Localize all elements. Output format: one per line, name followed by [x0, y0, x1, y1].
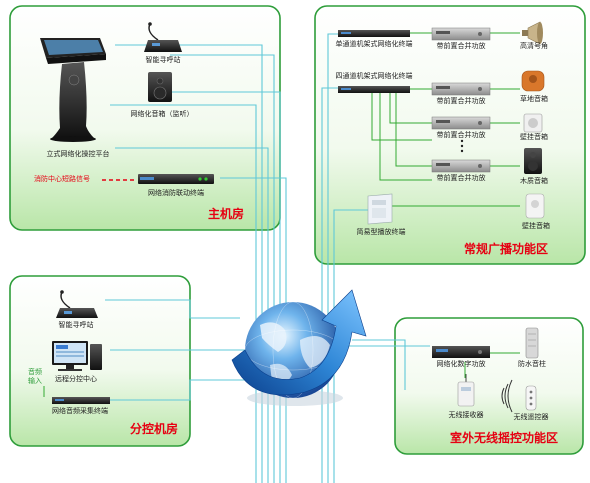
quad-channel-terminal-icon: [338, 86, 410, 93]
wooden-speaker-label: 木质音箱: [520, 177, 548, 185]
receiver-label: 无线接收器: [448, 411, 484, 419]
branch-paging-station-icon: [56, 290, 98, 318]
paging-station-icon: [144, 22, 182, 52]
wireless-wave-icon: [501, 379, 513, 413]
wall-speaker-icon-2: [525, 193, 545, 219]
digital-amp-icon: [432, 346, 490, 358]
quad-terminal-label: 四通道机架式网络化终端: [335, 72, 413, 80]
ellipsis-dots: [460, 139, 464, 153]
audio-input-label: 音频 输入: [28, 368, 42, 385]
branch-paging-label: 智能寻呼站: [58, 321, 94, 329]
horn-speaker-label: 高清号角: [520, 42, 548, 50]
fire-signal-label: 消防中心短路信号: [34, 175, 90, 183]
wireless-remote-icon: [525, 385, 537, 411]
lawn-speaker-label: 草地音箱: [520, 95, 548, 103]
amp-label-4: 带前置合并功放: [436, 174, 486, 182]
wooden-speaker-icon: [524, 148, 542, 174]
amp-label-2: 带前置合并功放: [436, 97, 486, 105]
horn-speaker-icon: [522, 21, 543, 45]
fire-terminal-label: 网络消防联动终端: [148, 189, 204, 197]
remote-label: 无线遥控器: [513, 413, 549, 421]
main-room-title: 主机房: [208, 207, 245, 221]
amp-label-3: 带前置合并功放: [436, 131, 486, 139]
branch-room-title: 分控机房: [130, 422, 179, 436]
column-speaker-icon: [525, 327, 539, 359]
wall-speaker-label-2: 壁挂音箱: [522, 222, 550, 230]
console-platform-icon: [40, 38, 106, 142]
broadcast-connectors: [371, 32, 520, 378]
amp-label-1: 带前置合并功放: [436, 42, 486, 50]
wireless-zone-title: 室外无线摇控功能区: [450, 431, 559, 445]
wall-speaker-icon: [523, 113, 543, 133]
remote-center-label: 远程分控中心: [55, 375, 97, 383]
swoosh-arrow-icon: [231, 289, 367, 396]
paging-station-label: 智能寻呼站: [145, 56, 181, 64]
console-label: 立式网络化操控平台: [46, 150, 110, 158]
wireless-receiver-icon: [457, 374, 475, 407]
fire-terminal-icon: [138, 174, 214, 184]
simple-player-icon: [367, 193, 393, 225]
column-speaker-label: 防水音柱: [518, 360, 546, 368]
broadcast-zone-title: 常规广播功能区: [464, 242, 549, 256]
amplifier-icons: [431, 27, 491, 173]
monitor-speaker-icon: [148, 72, 172, 102]
audio-terminal-label: 网络音频采集终端: [52, 407, 108, 415]
monitor-speaker-label: 网络化音箱（监听）: [130, 110, 194, 118]
single-channel-terminal-icon: [338, 30, 410, 37]
remote-center-computer-icon: [52, 341, 102, 371]
simple-player-label: 简易型播放终端: [356, 228, 406, 236]
wall-speaker-label: 壁挂音箱: [520, 133, 548, 141]
digital-amp-label: 网络化数字功放: [436, 360, 486, 368]
audio-capture-terminal-icon: [52, 397, 110, 404]
single-terminal-label: 单通道机架式网络化终端: [335, 40, 413, 48]
lawn-speaker-icon: [521, 70, 545, 92]
